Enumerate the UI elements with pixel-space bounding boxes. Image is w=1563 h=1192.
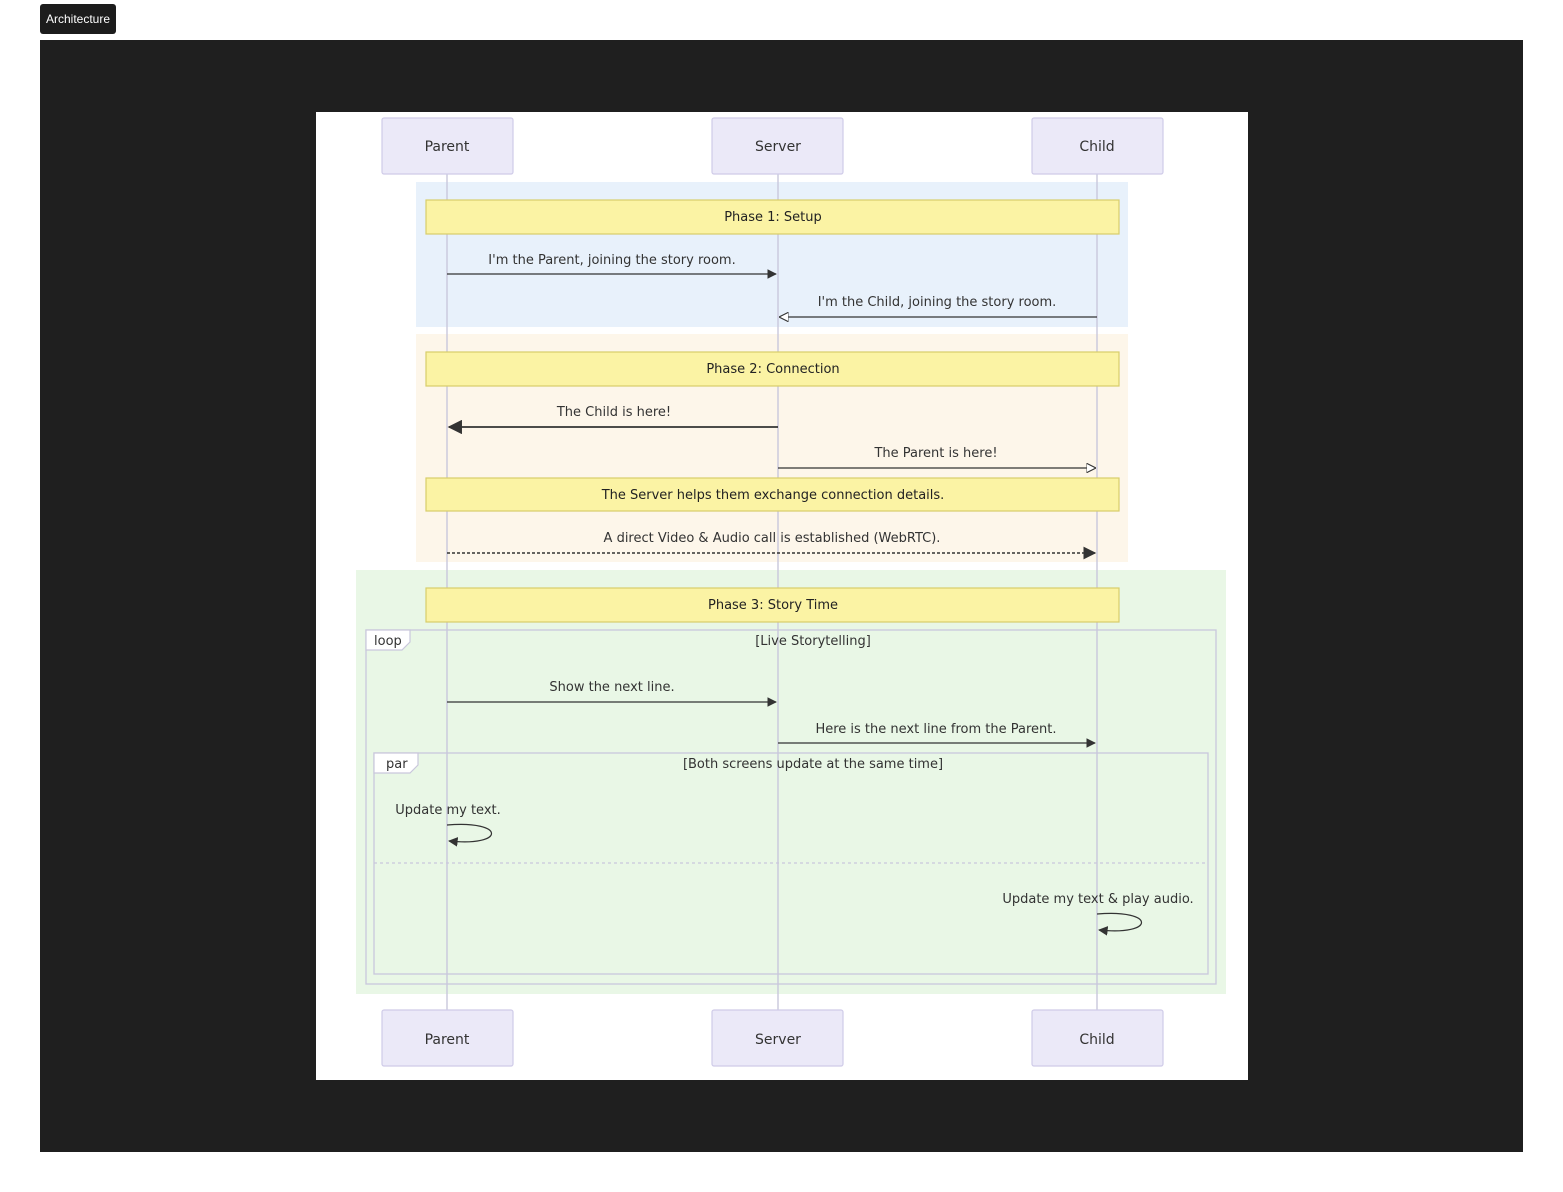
- message-next-line-label: Show the next line.: [549, 680, 674, 695]
- par-label: par: [386, 757, 408, 772]
- actor-parent-bottom-label: Parent: [425, 1032, 470, 1048]
- message-parent-join-label: I'm the Parent, joining the story room.: [488, 253, 735, 268]
- message-forward-line-label: Here is the next line from the Parent.: [815, 722, 1056, 737]
- note-exchange-details: [425, 477, 1120, 512]
- phase-story-region: [356, 570, 1226, 994]
- actor-parent-label: Parent: [425, 139, 470, 155]
- message-child-join-label: I'm the Child, joining the story room.: [818, 295, 1057, 310]
- loop-condition: [Live Storytelling]: [755, 634, 871, 649]
- message-child-here-label: The Child is here!: [556, 405, 671, 420]
- self-message-parent-label: Update my text.: [395, 803, 501, 818]
- self-message-child-arrow: [1096, 912, 1143, 936]
- actor-server-label: Server: [755, 139, 801, 155]
- loop-label: loop: [374, 634, 402, 649]
- message-parent-here-label: The Parent is here!: [873, 446, 997, 461]
- self-message-child-label: Update my text & play audio.: [1002, 892, 1193, 907]
- actor-child-top: Child: [1031, 117, 1164, 175]
- tab-architecture[interactable]: Architecture: [40, 4, 117, 34]
- self-message-parent-arrow: [446, 823, 493, 847]
- actor-server-bottom: Server: [711, 1009, 844, 1067]
- sequence-diagram: Parent Server Child Phase 1: Setup I'm t…: [316, 112, 1248, 1080]
- actor-child-bottom: Child: [1031, 1009, 1164, 1067]
- actor-server-bottom-label: Server: [755, 1032, 801, 1048]
- note-phase-connection: [425, 351, 1120, 387]
- note-phase-connection-text: Phase 2: Connection: [706, 362, 839, 377]
- note-phase-story: [425, 587, 1120, 623]
- actor-child-bottom-label: Child: [1079, 1032, 1114, 1048]
- note-phase-story-text: Phase 3: Story Time: [708, 598, 838, 613]
- actor-child-label: Child: [1079, 139, 1114, 155]
- diagram-viewer: Parent Server Child Phase 1: Setup I'm t…: [40, 40, 1523, 1152]
- actor-parent-bottom: Parent: [381, 1009, 514, 1067]
- loop-block: [365, 629, 1217, 985]
- par-condition: [Both screens update at the same time]: [683, 757, 943, 772]
- actor-server-top: Server: [711, 117, 844, 175]
- actor-parent-top: Parent: [381, 117, 514, 175]
- note-phase-setup: [425, 199, 1120, 235]
- note-exchange-details-text: The Server helps them exchange connectio…: [601, 488, 945, 503]
- message-webrtc-label: A direct Video & Audio call is establish…: [604, 531, 941, 546]
- note-phase-setup-text: Phase 1: Setup: [724, 210, 822, 225]
- loop-label-box: [365, 629, 411, 651]
- par-label-box: [373, 752, 419, 774]
